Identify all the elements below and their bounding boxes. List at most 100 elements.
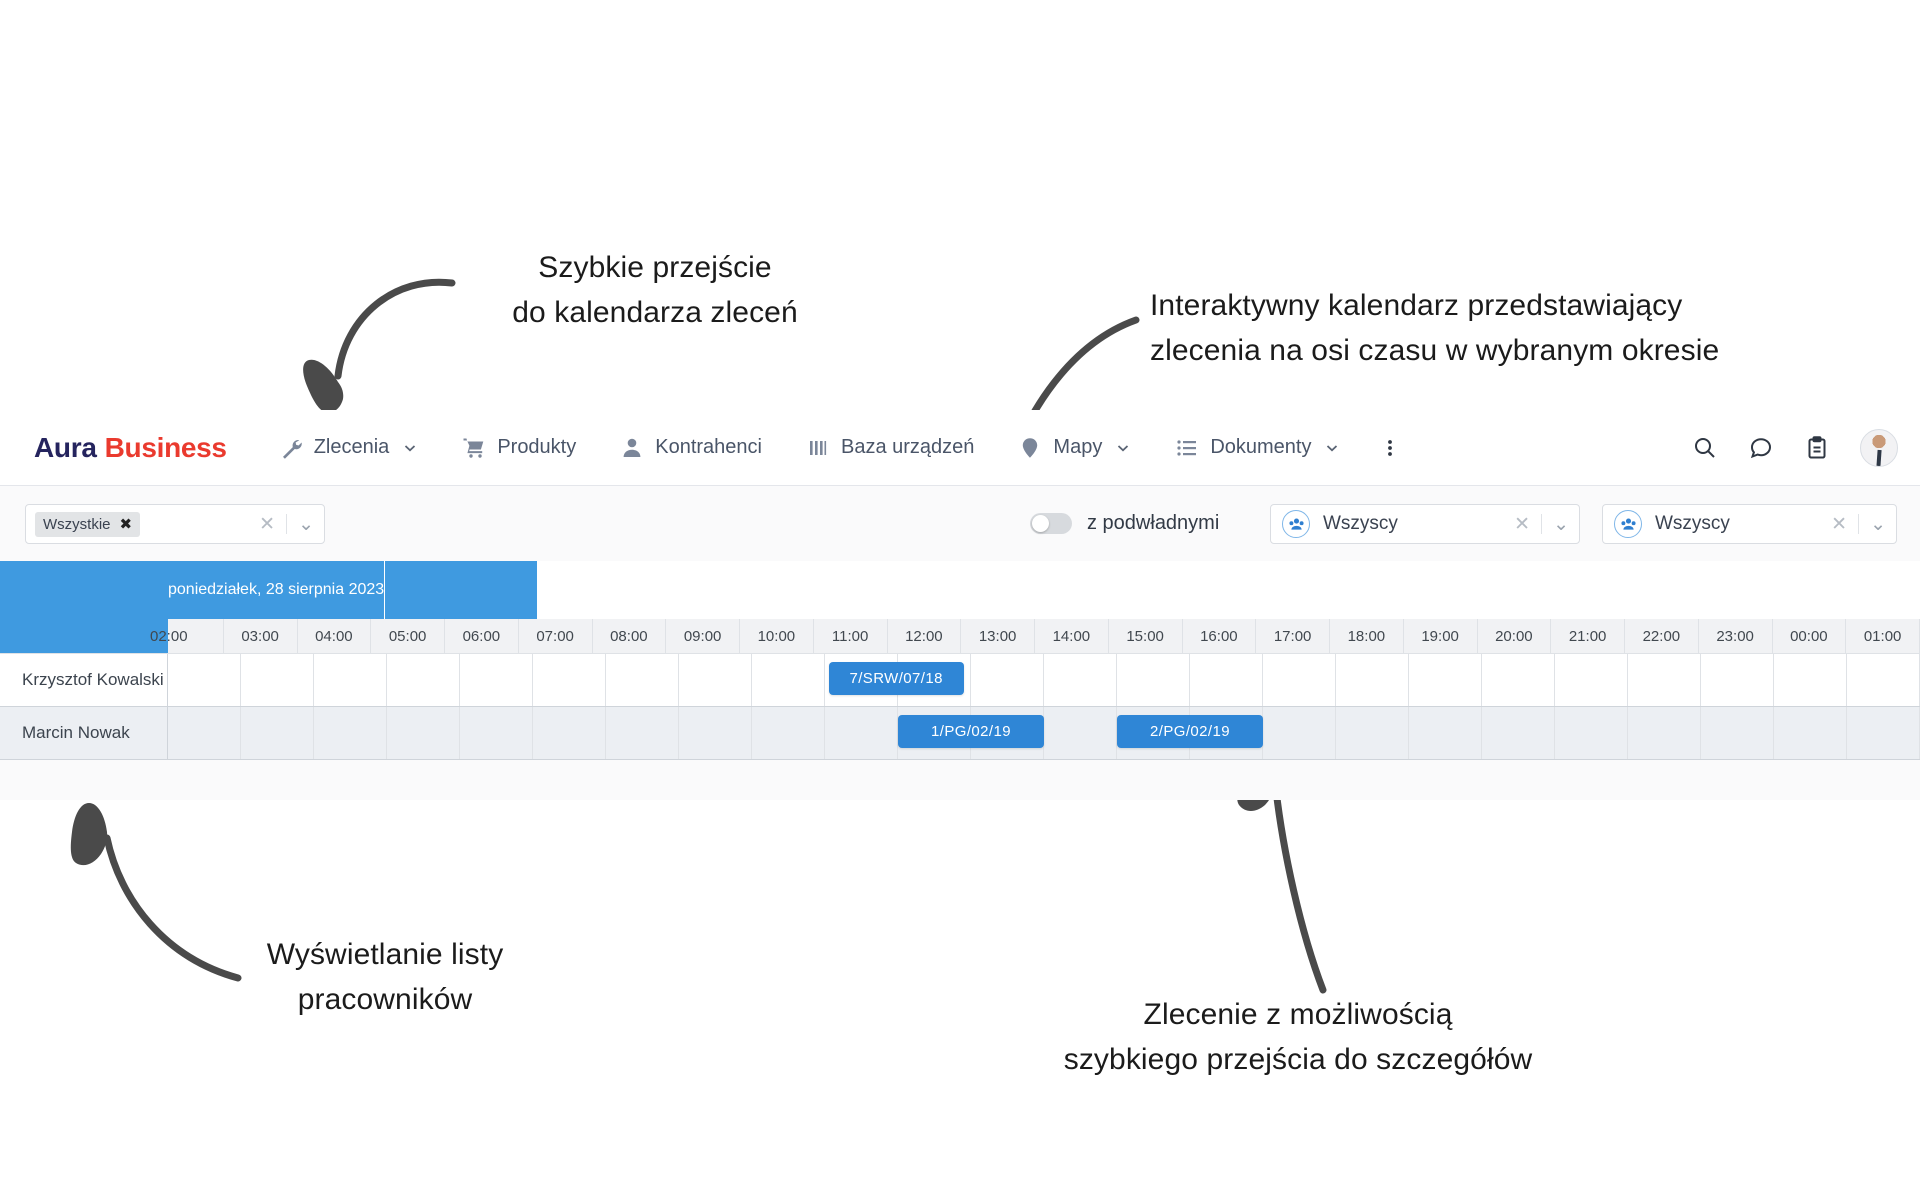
subordinates-toggle-group: z podwładnymi: [1030, 486, 1219, 561]
divider: [286, 514, 288, 534]
employee-name[interactable]: Marcin Nowak: [0, 707, 168, 759]
calendar-cell[interactable]: [1774, 707, 1847, 759]
avatar[interactable]: [1860, 428, 1898, 467]
nav-item-produkty[interactable]: Produkty: [440, 410, 598, 485]
calendar-time-cell: 00:00: [1773, 619, 1847, 653]
calendar-cell[interactable]: [825, 707, 898, 759]
clipboard-icon[interactable]: [1804, 435, 1830, 461]
calendar-time-cell: 07:00: [519, 619, 593, 653]
people-select-2[interactable]: Wszyscy ✕ ⌄: [1602, 504, 1897, 544]
calendar-cell[interactable]: [1409, 654, 1482, 706]
calendar-cell[interactable]: [168, 654, 241, 706]
calendar-cell[interactable]: [1701, 707, 1774, 759]
calendar-cell[interactable]: [387, 654, 460, 706]
nav-right-actions: [1692, 410, 1898, 485]
calendar-corner-cell: [0, 561, 168, 619]
status-chip-label: Wszystkie: [43, 515, 111, 533]
calendar-cell[interactable]: [898, 654, 971, 706]
chevron-down-icon[interactable]: ⌄: [1870, 513, 1886, 535]
search-icon[interactable]: [1692, 435, 1718, 461]
nav-item-mapy[interactable]: Mapy: [996, 410, 1153, 485]
clear-icon[interactable]: ✕: [1831, 513, 1848, 535]
nav-item-label: Mapy: [1053, 436, 1103, 458]
calendar-cell[interactable]: [1847, 654, 1920, 706]
more-vertical-icon[interactable]: [1362, 410, 1418, 485]
calendar-cell[interactable]: [1628, 707, 1701, 759]
calendar-time-cell: 15:00: [1109, 619, 1183, 653]
nav-item-kontrahenci[interactable]: Kontrahenci: [598, 410, 784, 485]
calendar-cell[interactable]: [1409, 707, 1482, 759]
calendar-time-cell: 03:00: [224, 619, 298, 653]
calendar-cell[interactable]: [460, 654, 533, 706]
nav-item-dokumenty[interactable]: Dokumenty: [1153, 410, 1362, 485]
subordinates-toggle[interactable]: [1030, 513, 1072, 534]
calendar-cell[interactable]: [1701, 654, 1774, 706]
calendar-time-cell: 05:00: [371, 619, 445, 653]
calendar-cell[interactable]: [606, 707, 679, 759]
calendar-cell[interactable]: [1482, 707, 1555, 759]
calendar-cell[interactable]: [1847, 707, 1920, 759]
calendar-cell[interactable]: [1336, 707, 1409, 759]
calendar-cell[interactable]: [1555, 654, 1628, 706]
calendar-cell[interactable]: [241, 707, 314, 759]
calendar-cell[interactable]: [1117, 654, 1190, 706]
clear-icon[interactable]: ✕: [259, 513, 276, 535]
calendar-cell[interactable]: [679, 654, 752, 706]
calendar-event[interactable]: 7/SRW/07/18: [828, 662, 964, 695]
divider: [1858, 514, 1860, 534]
calendar-cell[interactable]: [533, 707, 606, 759]
calendar-cell[interactable]: [1190, 654, 1263, 706]
calendar-time-cell: 09:00: [666, 619, 740, 653]
clear-icon[interactable]: ✕: [1514, 513, 1531, 535]
calendar-cell[interactable]: [1263, 707, 1336, 759]
calendar-cell[interactable]: [606, 654, 679, 706]
calendar-cell[interactable]: [241, 654, 314, 706]
calendar-cell[interactable]: [679, 707, 752, 759]
chat-icon[interactable]: [1748, 435, 1774, 461]
calendar-cell[interactable]: [752, 654, 825, 706]
calendar-cell[interactable]: [1555, 707, 1628, 759]
nav-item-label: Dokumenty: [1210, 436, 1312, 458]
calendar-event[interactable]: 2/PG/02/19: [1117, 715, 1263, 748]
calendar-cell[interactable]: [1482, 654, 1555, 706]
chevron-down-icon[interactable]: ⌄: [1553, 513, 1569, 535]
calendar-day-label[interactable]: poniedziałek, 28 sierpnia 2023: [168, 561, 386, 619]
nav-item-zlecenia[interactable]: Zlecenia: [257, 410, 441, 485]
close-icon[interactable]: ✖: [119, 515, 133, 533]
calendar-cell[interactable]: [1044, 707, 1117, 759]
calendar-cell[interactable]: [1774, 654, 1847, 706]
calendar-event[interactable]: 1/PG/02/19: [898, 715, 1044, 748]
calendar-cell[interactable]: [1628, 654, 1701, 706]
calendar-time-cell: 12:00: [888, 619, 962, 653]
calendar-cell[interactable]: [1263, 654, 1336, 706]
calendar-row-grid: 7/SRW/07/18: [168, 654, 1920, 706]
subordinates-toggle-label: z podwładnymi: [1087, 512, 1220, 534]
calendar-cell[interactable]: [752, 707, 825, 759]
calendar-time-cell: 08:00: [593, 619, 667, 653]
chevron-down-icon: [402, 440, 418, 456]
calendar-cell[interactable]: [1336, 654, 1409, 706]
nav-item-baza-urzadzen[interactable]: Baza urządzeń: [784, 410, 996, 485]
calendar-cell[interactable]: [387, 707, 460, 759]
calendar-cell[interactable]: [460, 707, 533, 759]
calendar-cell[interactable]: [168, 707, 241, 759]
calendar-cell[interactable]: [533, 654, 606, 706]
calendar-cell[interactable]: [1044, 654, 1117, 706]
calendar-cell[interactable]: [314, 707, 387, 759]
calendar-cell[interactable]: [971, 654, 1044, 706]
calendar-day-next-partial[interactable]: [385, 561, 539, 619]
status-select[interactable]: Wszystkie ✖ ✕ ⌄: [25, 504, 325, 544]
people-select-1[interactable]: Wszyscy ✕ ⌄: [1270, 504, 1580, 544]
calendar-time-cell: 02:00: [150, 619, 224, 653]
calendar-time-cell: 11:00: [814, 619, 888, 653]
chevron-down-icon[interactable]: ⌄: [298, 513, 314, 535]
calendar-cell[interactable]: [314, 654, 387, 706]
wrench-icon: [279, 436, 303, 460]
employee-name[interactable]: Krzysztof Kowalski: [0, 654, 168, 706]
calendar-time-cell: 13:00: [961, 619, 1035, 653]
calendar-footer: [0, 760, 1920, 800]
